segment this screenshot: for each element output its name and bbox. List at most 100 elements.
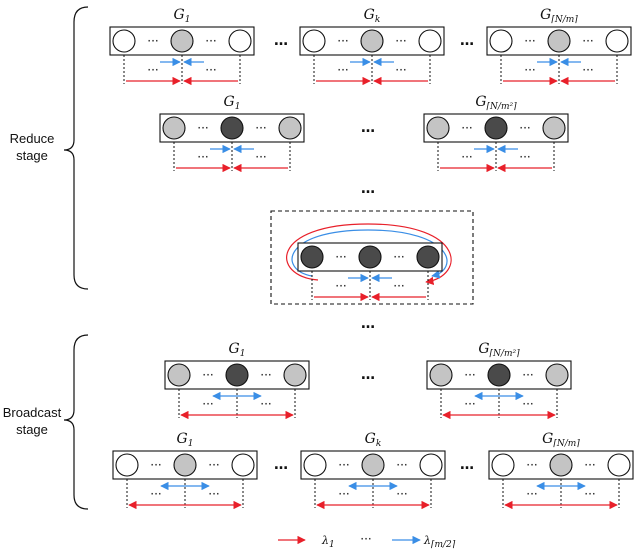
segment-ellipsis: ···	[337, 63, 348, 77]
segment-ellipsis: ···	[464, 397, 475, 411]
node-center	[361, 453, 385, 477]
segment-ellipsis: ···	[582, 63, 593, 77]
node-ellipsis: ···	[338, 458, 349, 472]
group-label: G⌈N/m²⌉	[478, 341, 520, 359]
node-left	[300, 245, 324, 269]
ellipsis-reduce-l2: …	[361, 120, 375, 136]
broadcast-stage-label: Broadcast stage	[3, 405, 62, 437]
node-ellipsis: ···	[526, 458, 537, 472]
broadcast-stage-brace	[63, 334, 89, 510]
bcast-l2-group-1: ··· ··· G1 ··· ···	[112, 431, 258, 510]
node-right	[278, 116, 302, 140]
segment-ellipsis: ···	[461, 150, 472, 164]
segment-ellipsis: ···	[338, 487, 349, 501]
node-left	[491, 453, 515, 477]
node-ellipsis: ···	[337, 34, 348, 48]
reduce-l1-group-last: ······G⌈N/m⌉······	[486, 7, 632, 86]
ring-arrow-red	[286, 223, 452, 286]
segment-ellipsis: ···	[524, 63, 535, 77]
node-right	[416, 245, 440, 269]
group-label: G⌈N/m²⌉	[475, 94, 517, 112]
node-center	[220, 116, 244, 140]
segment-ellipsis: ···	[519, 150, 530, 164]
node-right	[419, 453, 443, 477]
segment-ellipsis: ···	[395, 63, 406, 77]
node-ellipsis: ···	[208, 458, 219, 472]
bcast-l2-group-k: ··· ··· Gk ··· ···	[300, 431, 446, 510]
node-right	[283, 363, 307, 387]
node-left	[112, 29, 136, 53]
node-center	[547, 29, 571, 53]
ellipsis-bcast-l1: …	[361, 367, 375, 383]
node-left	[115, 453, 139, 477]
node-right	[545, 363, 569, 387]
node-ellipsis: ···	[524, 34, 535, 48]
segment-ellipsis: ···	[147, 63, 158, 77]
node-center	[170, 29, 194, 53]
node-ellipsis: ···	[519, 121, 530, 135]
node-center	[549, 453, 573, 477]
node-center	[225, 363, 249, 387]
node-ellipsis: ···	[522, 368, 533, 382]
node-left	[426, 116, 450, 140]
node-right	[418, 29, 442, 53]
segment-ellipsis: ···	[396, 487, 407, 501]
segment-ellipsis: ···	[255, 150, 266, 164]
ring-arrow-blue	[291, 229, 448, 279]
legend-ellipsis: ···	[360, 532, 371, 546]
node-left	[162, 116, 186, 140]
reduce-l2-group-last: ······G⌈N/m²⌉······	[423, 94, 569, 173]
node-left	[489, 29, 513, 53]
node-center	[360, 29, 384, 53]
svg-text:stage: stage	[16, 148, 48, 163]
final-reduce-dashed-box	[270, 210, 474, 305]
ellipsis-between-stages: …	[361, 316, 375, 332]
bcast-l2-group-last: ······G⌈N/m⌉······	[488, 431, 634, 510]
node-ellipsis: ···	[197, 121, 208, 135]
node-right	[607, 453, 631, 477]
svg-text:Reduce: Reduce	[10, 131, 55, 146]
node-ellipsis: ···	[150, 458, 161, 472]
ellipsis-bcast-l2-b: …	[460, 457, 474, 473]
segment-ellipsis: ···	[260, 397, 271, 411]
node-right	[228, 29, 252, 53]
segment-ellipsis: ···	[335, 279, 346, 293]
node-ellipsis: ···	[205, 34, 216, 48]
node-right	[605, 29, 629, 53]
node-ellipsis: ···	[464, 368, 475, 382]
node-left	[429, 363, 453, 387]
svg-text:stage: stage	[16, 422, 48, 437]
svg-text:Broadcast: Broadcast	[3, 405, 62, 420]
group-label: G1	[224, 94, 241, 112]
reduce-l1-group-k: ··· ··· Gk ··· ···	[299, 7, 445, 86]
node-ellipsis: ···	[202, 368, 213, 382]
legend-blue-label: λ⌈m/2⌉	[423, 534, 456, 550]
node-left	[303, 453, 327, 477]
node-center	[487, 363, 511, 387]
ellipsis-reduce-l1-b: …	[460, 33, 474, 49]
segment-ellipsis: ···	[205, 63, 216, 77]
bcast-l1-group-1: ······G1······	[164, 341, 310, 420]
node-ellipsis: ···	[255, 121, 266, 135]
node-center	[173, 453, 197, 477]
node-ellipsis: ···	[584, 458, 595, 472]
segment-ellipsis: ···	[150, 487, 161, 501]
node-right	[542, 116, 566, 140]
node-ellipsis: ···	[461, 121, 472, 135]
segment-ellipsis: ···	[197, 150, 208, 164]
node-ellipsis: ···	[396, 458, 407, 472]
segment-ellipsis: ···	[522, 397, 533, 411]
node-left	[302, 29, 326, 53]
segment-ellipsis: ···	[208, 487, 219, 501]
group-label: Gk	[364, 7, 381, 25]
bcast-l1-group-last: ······G⌈N/m²⌉······	[426, 341, 572, 420]
group-label: Gk	[365, 431, 382, 449]
segment-ellipsis: ···	[584, 487, 595, 501]
node-ellipsis: ···	[260, 368, 271, 382]
node-ellipsis: ···	[393, 250, 404, 264]
node-ellipsis: ···	[395, 34, 406, 48]
group-label: G1	[177, 431, 194, 449]
segment-ellipsis: ···	[526, 487, 537, 501]
reduce-l1-group-1: ······G1······	[109, 7, 255, 86]
